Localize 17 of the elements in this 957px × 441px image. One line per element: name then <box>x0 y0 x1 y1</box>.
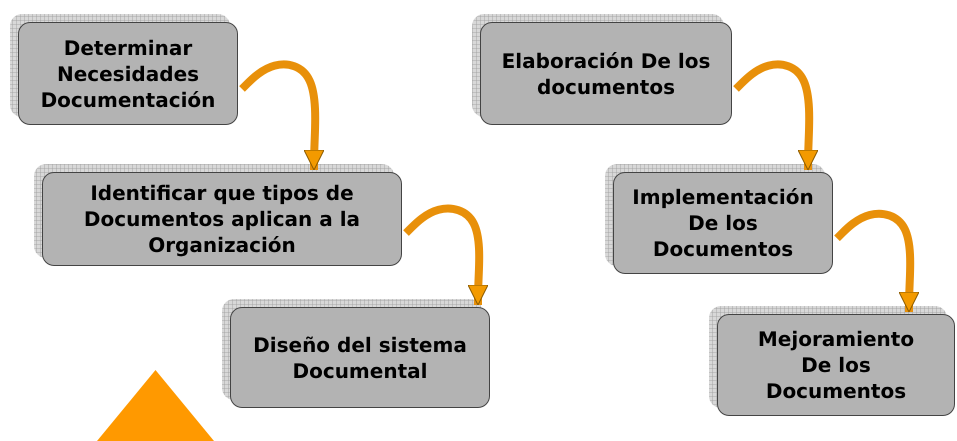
process-box <box>230 307 490 408</box>
triangle-shape <box>97 370 214 441</box>
process-box <box>717 314 955 416</box>
process-box <box>480 22 732 125</box>
process-box <box>42 172 402 266</box>
box-label: Mejoramiento De los Documentos <box>756 326 916 404</box>
box-label: Implementación De los Documentos <box>631 184 815 262</box>
box-label: Elaboración De los documentos <box>500 48 712 100</box>
process-box <box>18 22 238 125</box>
box-label: Identificar que tipos de Documentos aplican a la Organización <box>82 180 362 258</box>
process-box <box>613 172 833 274</box>
box-label: Determinar Necesidades Documentación <box>40 34 216 112</box>
curved-arrow <box>834 210 920 313</box>
curved-arrow <box>403 204 488 306</box>
curved-arrow <box>239 60 324 171</box>
curved-arrow <box>733 60 818 171</box>
box-label: Diseño del sistema Documental <box>252 332 468 384</box>
